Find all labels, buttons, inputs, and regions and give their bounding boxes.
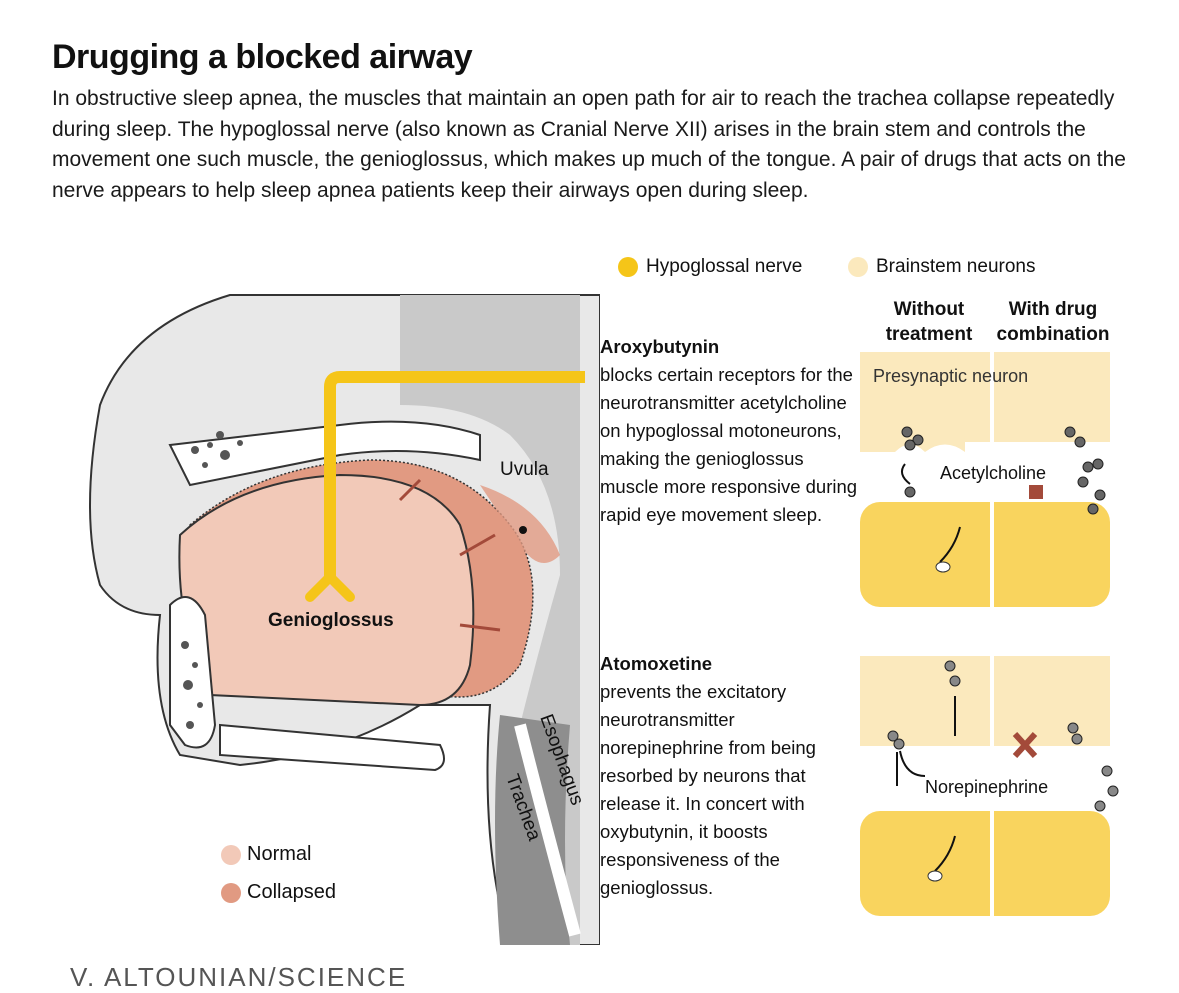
pale-dot-icon — [848, 257, 868, 277]
muscle-arrows — [398, 478, 501, 632]
head-anatomy-diagram: Uvula Genioglossus Esophagus Trachea — [89, 294, 600, 945]
collapsed-dot-icon — [221, 882, 241, 903]
jaw-bone — [169, 596, 217, 749]
yellow-dot-icon — [618, 257, 638, 277]
uvula-label: Uvula — [500, 459, 549, 480]
drug-description: prevents the excitatory neurotransmitter… — [600, 681, 816, 898]
jaw-bone-texture — [181, 641, 203, 729]
legend-hypoglossal-nerve: Hypoglossal nerve — [618, 256, 802, 278]
palate-bone-texture — [191, 431, 243, 468]
legend-brainstem-neurons: Brainstem neurons — [848, 256, 1035, 278]
norepinephrine-label: Norepinephrine — [925, 777, 1048, 797]
hypoglossal-nerve — [324, 371, 585, 580]
legend-collapsed: Collapsed — [221, 881, 336, 904]
intro-paragraph: In obstructive sleep apnea, the muscles … — [52, 87, 1126, 202]
esophagus-band — [514, 723, 581, 937]
uvula-dot-icon — [519, 526, 527, 534]
synapse-panel-norepinephrine: Norepinephrine — [860, 656, 1119, 916]
genioglossus-label: Genioglossus — [268, 610, 394, 631]
hyoid-bone — [219, 723, 445, 772]
airway-column — [495, 715, 570, 945]
legend-label: Hypoglossal nerve — [646, 256, 803, 277]
column-head-with-drug: With drug combination — [996, 299, 1110, 345]
postsynaptic-terminal — [860, 502, 1110, 607]
postsynaptic-terminal — [860, 811, 1110, 916]
blocker-square-icon — [1029, 485, 1043, 499]
legend-label: Brainstem neurons — [876, 256, 1036, 277]
page-title: Drugging a blocked airway — [52, 38, 473, 76]
nerve-fork — [305, 572, 355, 602]
drug-aroxybutynin: Aroxybutynin blocks certain receptors fo… — [600, 333, 860, 529]
acetylcholine-label: Acetylcholine — [940, 463, 1046, 483]
drug-atomoxetine: Atomoxetine prevents the excitatory neur… — [600, 650, 860, 902]
legend-label: Normal — [247, 843, 312, 865]
presynaptic-terminal — [860, 656, 1110, 746]
drug-name: Aroxybutynin — [600, 336, 720, 357]
legend-normal: Normal — [221, 843, 311, 866]
drug-description: blocks certain receptors for the neurotr… — [600, 364, 858, 525]
image-credit: V. ALTOUNIAN/SCIENCE — [70, 962, 408, 992]
uvula-shape — [480, 485, 560, 563]
synapse-panel-acetylcholine: Presynaptic neuron Acetylcholine — [860, 352, 1110, 607]
presynaptic-label: Presynaptic neuron — [873, 366, 1028, 386]
column-head-without-treatment: Without treatment — [885, 299, 973, 345]
blocked-transporter-icon — [1012, 731, 1038, 759]
legend-label: Collapsed — [247, 881, 336, 903]
normal-dot-icon — [221, 844, 241, 865]
drug-name: Atomoxetine — [600, 653, 713, 674]
